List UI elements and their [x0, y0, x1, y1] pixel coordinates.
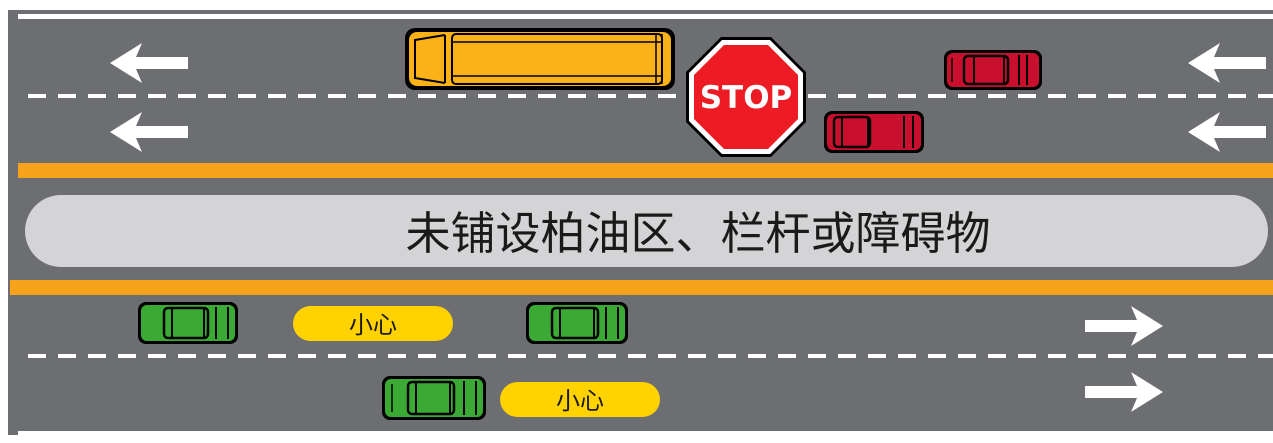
- center-line-upper: [18, 163, 1273, 178]
- red-car: [824, 111, 924, 153]
- green-car: [382, 376, 486, 420]
- red-car: [944, 50, 1042, 90]
- caution-badge: 小心: [500, 382, 660, 417]
- median-label: 未铺设柏油区、栏杆或障碍物: [405, 207, 990, 260]
- median-strip: [25, 195, 1268, 267]
- green-car: [138, 302, 238, 344]
- caution-label: 小心: [556, 387, 604, 415]
- school-bus: [405, 28, 675, 90]
- center-line-lower: [10, 280, 1273, 295]
- green-car: [526, 302, 628, 344]
- stop-sign: STOP: [686, 37, 806, 157]
- top-edge-line: [18, 14, 1273, 19]
- bottom-edge-line: [18, 431, 1273, 436]
- caution-badge: 小心: [293, 306, 453, 341]
- stop-sign-text: STOP: [700, 80, 793, 116]
- caution-label: 小心: [349, 311, 397, 339]
